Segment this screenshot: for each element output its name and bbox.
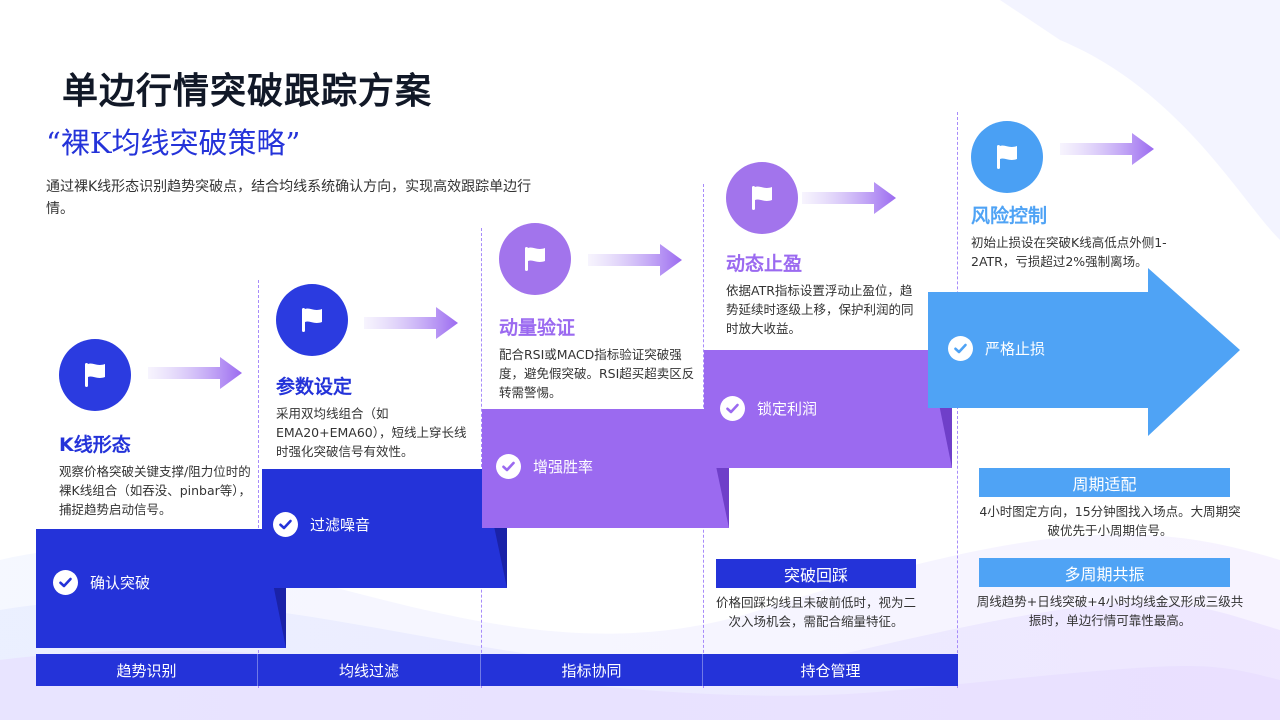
flag-icon xyxy=(302,308,322,332)
tag-multi-period: 多周期共振 xyxy=(979,558,1230,587)
band-label-4: 锁定利润 xyxy=(720,396,817,421)
band-step-1 xyxy=(36,529,286,648)
note-period-fit: 4小时图定方向，15分钟图找入场点。大周期突破优先于小周期信号。 xyxy=(979,504,1241,538)
step-3-text: 配合RSI或MACD指标验证突破强度，避免假突破。RSI超买超卖区反转需警惕。 xyxy=(499,347,695,400)
band-label-1: 确认突破 xyxy=(53,570,150,595)
step-1-icon-circle xyxy=(59,339,131,411)
step-2-icon-circle xyxy=(276,284,348,356)
step-1-text: 观察价格突破关键支撑/阻力位时的裸K线组合（如吞没、pinbar等），捕捉趋势启… xyxy=(59,464,252,517)
intro-text: 通过裸K线形态识别趋势突破点，结合均线系统确认方向，实现高效跟踪单边行情。 xyxy=(46,179,532,217)
step-5-text: 初始止损设在突破K线高低点外侧1-2ATR，亏损超过2%强制离场。 xyxy=(971,235,1167,269)
band-label-5: 严格止损 xyxy=(948,336,1045,361)
arrow-right-icon xyxy=(148,357,242,389)
band-label-text: 严格止损 xyxy=(985,340,1046,358)
check-icon xyxy=(496,454,521,479)
check-icon xyxy=(948,336,973,361)
step-5-icon-circle xyxy=(971,121,1043,193)
step-5-title: 风险控制 xyxy=(971,205,1048,227)
band-label-text: 过滤噪音 xyxy=(310,516,371,534)
phase-position: 持仓管理 xyxy=(800,661,861,680)
phase-bar: 趋势识别 均线过滤 指标协同 持仓管理 xyxy=(36,654,958,686)
flag-icon xyxy=(752,186,772,210)
phase-indicator: 指标协同 xyxy=(481,654,703,686)
step-3-icon-circle xyxy=(499,223,571,295)
arrow-right-icon xyxy=(802,182,896,214)
flag-icon xyxy=(997,145,1017,169)
flag-icon xyxy=(85,363,105,387)
step-4-icon-circle xyxy=(726,162,798,234)
check-icon xyxy=(53,570,78,595)
step-2-text: 采用双均线组合（如EMA20+EMA60），短线上穿长线时强化突破信号有效性。 xyxy=(276,406,467,459)
tag-pullback: 突破回踩 xyxy=(716,559,916,588)
strategy-subtitle: “裸K均线突破策略” xyxy=(46,126,301,160)
tag-period-fit: 周期适配 xyxy=(979,468,1230,497)
band-label-text: 增强胜率 xyxy=(533,458,594,476)
page-title: 单边行情突破跟踪方案 xyxy=(62,71,433,112)
step-4-text: 依据ATR指标设置浮动止盈位，趋势延续时逐级上移，保护利润的同时放大收益。 xyxy=(726,283,914,336)
band-step-3 xyxy=(482,409,729,528)
divider xyxy=(258,280,259,688)
divider xyxy=(481,228,482,688)
arrow-right-icon xyxy=(364,307,458,339)
band-label-3: 增强胜率 xyxy=(496,454,593,479)
arrow-right-icon xyxy=(588,244,682,276)
band-label-2: 过滤噪音 xyxy=(273,512,370,537)
step-3-title: 动量验证 xyxy=(499,317,576,339)
phase-ma-filter: 均线过滤 xyxy=(258,654,481,686)
step-4-title: 动态止盈 xyxy=(726,253,803,275)
band-label-text: 锁定利润 xyxy=(757,400,818,418)
step-1-title: K线形态 xyxy=(59,434,131,456)
arrow-right-icon xyxy=(1060,133,1154,165)
band-step-2 xyxy=(262,469,507,588)
check-icon xyxy=(720,396,745,421)
note-pullback: 价格回踩均线且未破前低时，视为二次入场机会，需配合缩量特征。 xyxy=(715,595,916,629)
band-label-text: 确认突破 xyxy=(90,574,151,592)
flag-icon xyxy=(525,247,545,271)
step-2-title: 参数设定 xyxy=(276,376,353,398)
band-step-5-arrow xyxy=(928,268,1240,436)
note-multi-period: 周线趋势+日线突破+4小时均线金叉形成三级共振时，单边行情可靠性最高。 xyxy=(976,594,1244,628)
check-icon xyxy=(273,512,298,537)
phase-trend: 趋势识别 xyxy=(36,654,258,686)
band-step-4 xyxy=(704,350,952,468)
